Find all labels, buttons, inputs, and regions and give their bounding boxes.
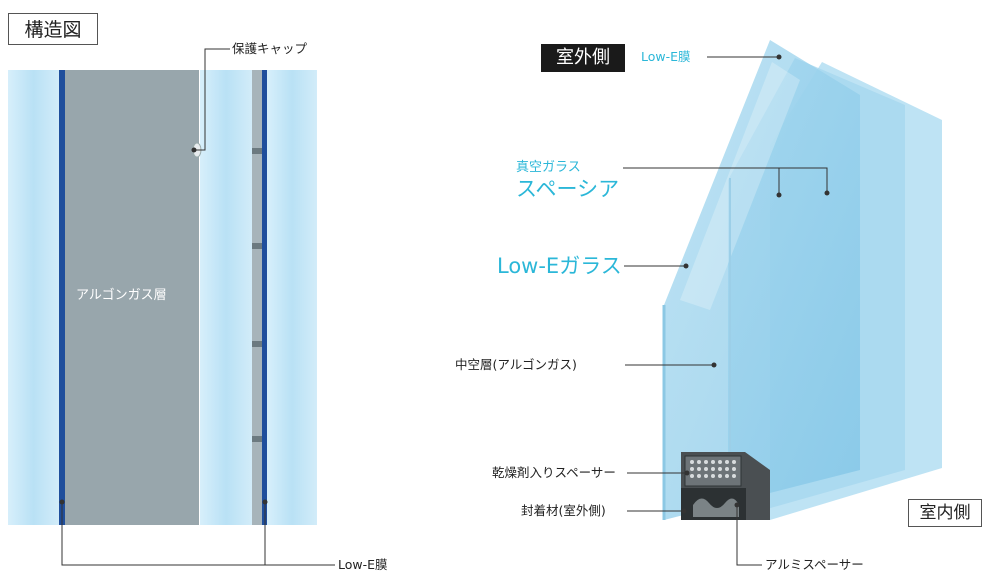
- argon-gas-layer: [65, 70, 199, 525]
- lowe-film-label-right: Low-E膜: [641, 49, 691, 64]
- lowe-leader-line: [61, 502, 335, 566]
- diagram-title: 構造図: [8, 13, 98, 45]
- aluminum-spacer-label: アルミスペーサー: [765, 557, 864, 572]
- structure-diagram: [8, 48, 335, 566]
- protective-cap-label: 保護キャップ: [232, 41, 308, 56]
- argon-gas-label: アルゴンガス層: [76, 288, 167, 303]
- spacia-label: スペーシア: [516, 177, 620, 201]
- alu-spacer-leader: [736, 505, 762, 566]
- middle-glass-pane: [200, 70, 252, 525]
- desiccant-spacer-label: 乾燥剤入りスペーサー: [492, 465, 616, 480]
- outer-glass-pane: [8, 70, 59, 525]
- lowe-film-left: [59, 70, 65, 525]
- sealant-label: 封着材(室外側): [521, 503, 606, 518]
- cap-leader-line: [194, 48, 230, 151]
- vacuum-leader: [623, 167, 828, 193]
- glass-unit-illustration: [623, 40, 942, 566]
- vacuum-glass-label: 真空ガラス: [516, 160, 581, 175]
- outside-tag: 室外側: [541, 44, 625, 72]
- vacuum-spacer-column: [252, 70, 262, 525]
- inside-tag: 室内側: [908, 499, 982, 527]
- lowe-film-right: [262, 70, 267, 525]
- lowe-glass-label: Low-Eガラス: [497, 254, 622, 278]
- micro-spacers: [252, 148, 262, 442]
- outer-pane: [664, 40, 860, 520]
- desiccant-grid: [690, 460, 736, 478]
- hollow-layer-label: 中空層(アルゴンガス): [455, 357, 577, 372]
- inner-glass-pane: [267, 70, 317, 525]
- lowe-film-label-left: Low-E膜: [338, 557, 388, 572]
